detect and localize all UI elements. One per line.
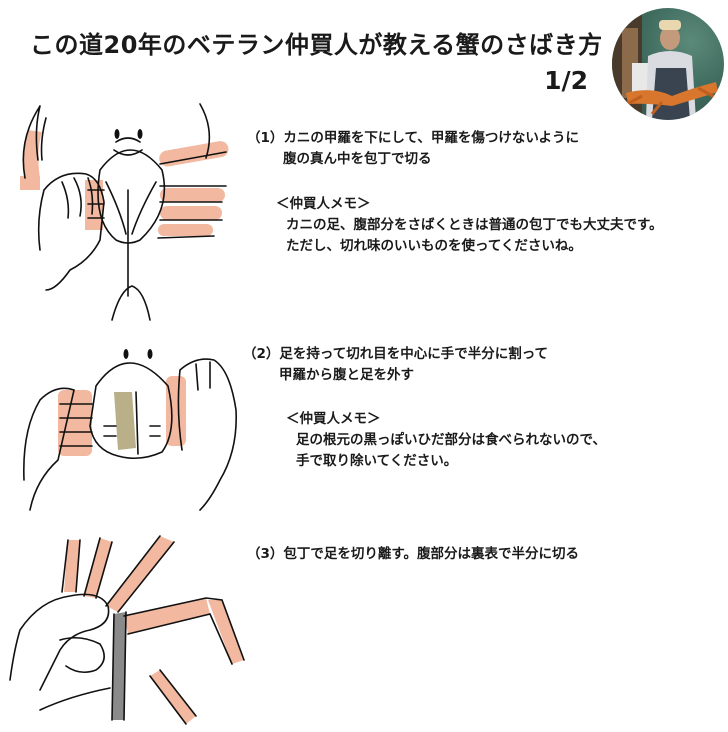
step-2-number: （2） xyxy=(243,346,280,362)
step-3-number: （3） xyxy=(247,546,284,562)
crab-leg-cut-illustration xyxy=(0,520,260,728)
photo-icon xyxy=(612,8,721,120)
step-1-line-1: カニの甲羅を下にして、甲羅を傷つけないように xyxy=(283,130,580,146)
step-2-memo-line-1: 足の根元の黒っぽいひだ部分は食べられないので、 xyxy=(296,432,606,448)
step-1-memo-line-2: ただし、切れ味のいいものを使ってくださいね。 xyxy=(286,238,582,254)
step-2-instruction: （2）足を持って切れ目を中心に手で半分に割って 甲羅から腹と足を外す xyxy=(243,344,548,386)
step-3-instruction: （3）包丁で足を切り離す。腹部分は裏表で半分に切る xyxy=(247,544,579,565)
step-2-memo-line-2: 手で取り除いてください。 xyxy=(296,453,458,469)
page-title: この道20年のベテラン仲買人が教える蟹のさばき方 xyxy=(30,31,603,59)
step-1-line-2: 腹の真ん中を包丁で切る xyxy=(283,151,432,167)
step-2-line-1: 足を持って切れ目を中心に手で半分に割って xyxy=(279,346,549,362)
step-1-instruction: （1）カニの甲羅を下にして、甲羅を傷つけないように 腹の真ん中を包丁で切る xyxy=(247,128,579,170)
step-2-memo-heading: ＜仲買人メモ＞ xyxy=(286,411,381,427)
author-avatar xyxy=(612,8,724,120)
step-1-memo-line-1: カニの足、腹部分をさばくときは普通の包丁でも大丈夫です。 xyxy=(286,217,663,233)
page-indicator: 1/2 xyxy=(544,66,588,95)
crab-split-illustration xyxy=(0,330,250,520)
crab-belly-cut-illustration xyxy=(0,90,240,330)
step-1-number: （1） xyxy=(247,130,284,146)
step-1-memo-heading: ＜仲買人メモ＞ xyxy=(276,196,371,212)
step-1-memo: ＜仲買人メモ＞ カニの足、腹部分をさばくときは普通の包丁でも大丈夫です。 ただし… xyxy=(276,194,663,257)
step-2-memo: ＜仲買人メモ＞ 足の根元の黒っぽいひだ部分は食べられないので、 手で取り除いてく… xyxy=(286,409,606,472)
step-2-line-2: 甲羅から腹と足を外す xyxy=(279,367,414,383)
step-3-line-1: 包丁で足を切り離す。腹部分は裏表で半分に切る xyxy=(283,546,580,562)
